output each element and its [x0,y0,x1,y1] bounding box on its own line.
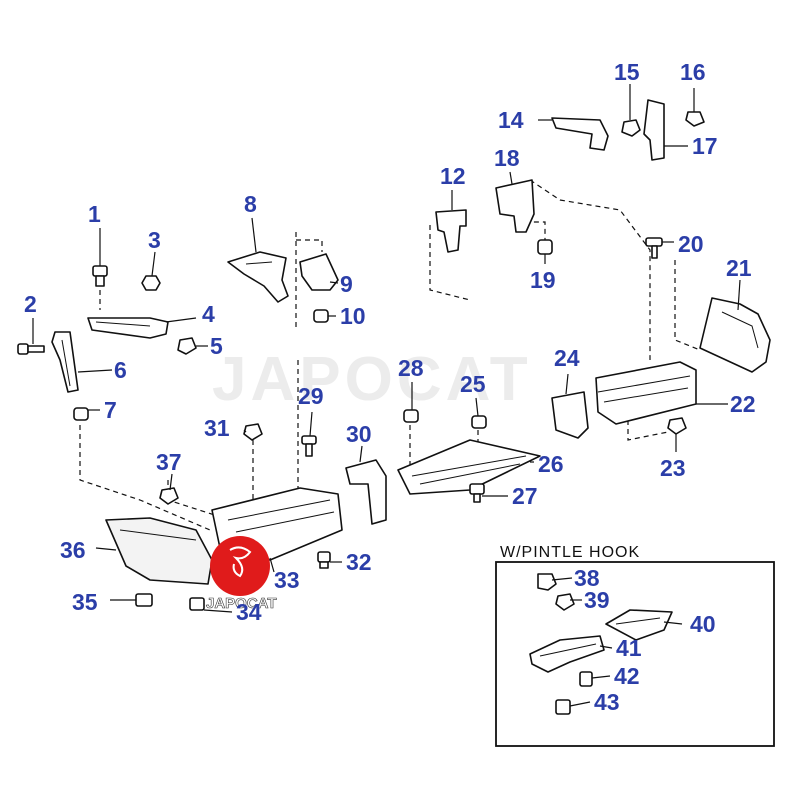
part-10-nut [313,309,329,323]
callout-2: 2 [24,291,37,317]
part-9-bracket [299,253,339,291]
japocat-logo: JAPOCAT [206,536,277,612]
callout-42: 42 [614,663,640,689]
callout-41: 41 [616,635,642,661]
part-24-bracket [551,391,589,439]
callout-6: 6 [114,357,127,383]
part-17-bracket [643,99,665,161]
callout-23: 23 [660,455,686,481]
callout-43: 43 [594,689,620,715]
callout-27: 27 [512,483,538,509]
part-43-bolt [555,699,571,715]
part-6-stay [51,331,79,393]
part-42-bolt [579,671,593,687]
part-39-nut [555,593,575,611]
callout-7: 7 [104,397,117,423]
part-21-end-cap [699,297,771,373]
part-5-bolt [177,337,197,355]
part-35-bolt [135,593,153,607]
callout-16: 16 [680,59,706,85]
callout-18: 18 [494,145,520,171]
part-26-plate [397,439,541,495]
callout-17: 17 [692,133,718,159]
callout-39: 39 [584,587,610,613]
callout-10: 10 [340,303,366,329]
leader-lines [32,84,741,613]
callout-22: 22 [730,391,756,417]
part-16-nut [685,111,705,127]
part-18-bracket [495,179,535,233]
callout-40: 40 [690,611,716,637]
callout-35: 35 [72,589,98,615]
part-23-nut [667,417,687,435]
watermark: JAPOCAT [212,345,532,414]
callout-15: 15 [614,59,640,85]
callout-25: 25 [460,371,486,397]
part-1-bolt [92,265,108,287]
part-34-bolt [189,597,205,611]
callout-38: 38 [574,565,600,591]
part-36-end-panel [105,517,213,585]
part-14-stay [551,117,609,151]
inset-title: W/PINTLE HOOK [500,544,640,561]
callout-5: 5 [210,333,223,359]
logo-disc [210,536,270,596]
part-37-nut [159,487,179,505]
callouts: 1 2 3 4 5 6 7 8 9 10 12 14 15 16 17 18 1… [24,59,756,715]
callout-29: 29 [298,383,324,409]
callout-12: 12 [440,163,466,189]
callout-8: 8 [244,191,257,217]
part-12-bracket [435,209,467,253]
part-19-bolt [537,239,553,255]
callout-26: 26 [538,451,564,477]
callout-9: 9 [340,271,353,297]
callout-20: 20 [678,231,704,257]
callout-1: 1 [88,201,101,227]
part-31-nut [243,423,263,441]
part-41-hook-bracket [529,635,605,673]
callout-4: 4 [202,301,215,327]
callout-36: 36 [60,537,86,563]
part-38-nut [537,573,557,591]
callout-14: 14 [498,107,524,133]
callout-21: 21 [726,255,752,281]
part-7-clip [73,407,89,421]
part-25-nut [471,415,487,429]
callout-30: 30 [346,421,372,447]
part-4-bracket [87,317,169,339]
callout-33: 33 [274,567,300,593]
part-3-nut [141,275,161,291]
part-8-bracket [227,251,289,303]
part-29-bolt [301,435,317,457]
part-22-rail [595,361,697,425]
inset-pintle-hook: W/PINTLE HOOK [495,544,775,747]
callout-24: 24 [554,345,580,371]
part-2-bolt [17,343,45,355]
part-15-nut [621,119,641,137]
callout-3: 3 [148,227,161,253]
part-40-plate [605,609,673,641]
part-27-bolt [469,483,485,503]
callout-31: 31 [204,415,230,441]
callout-32: 32 [346,549,372,575]
part-30-bracket [345,459,387,525]
callout-28: 28 [398,355,424,381]
part-32-bolt [317,551,331,569]
callout-34: 34 [236,599,262,625]
callout-19: 19 [530,267,556,293]
logo-text: JAPOCAT [206,595,277,612]
part-28-nut [403,409,419,423]
callout-37: 37 [156,449,182,475]
